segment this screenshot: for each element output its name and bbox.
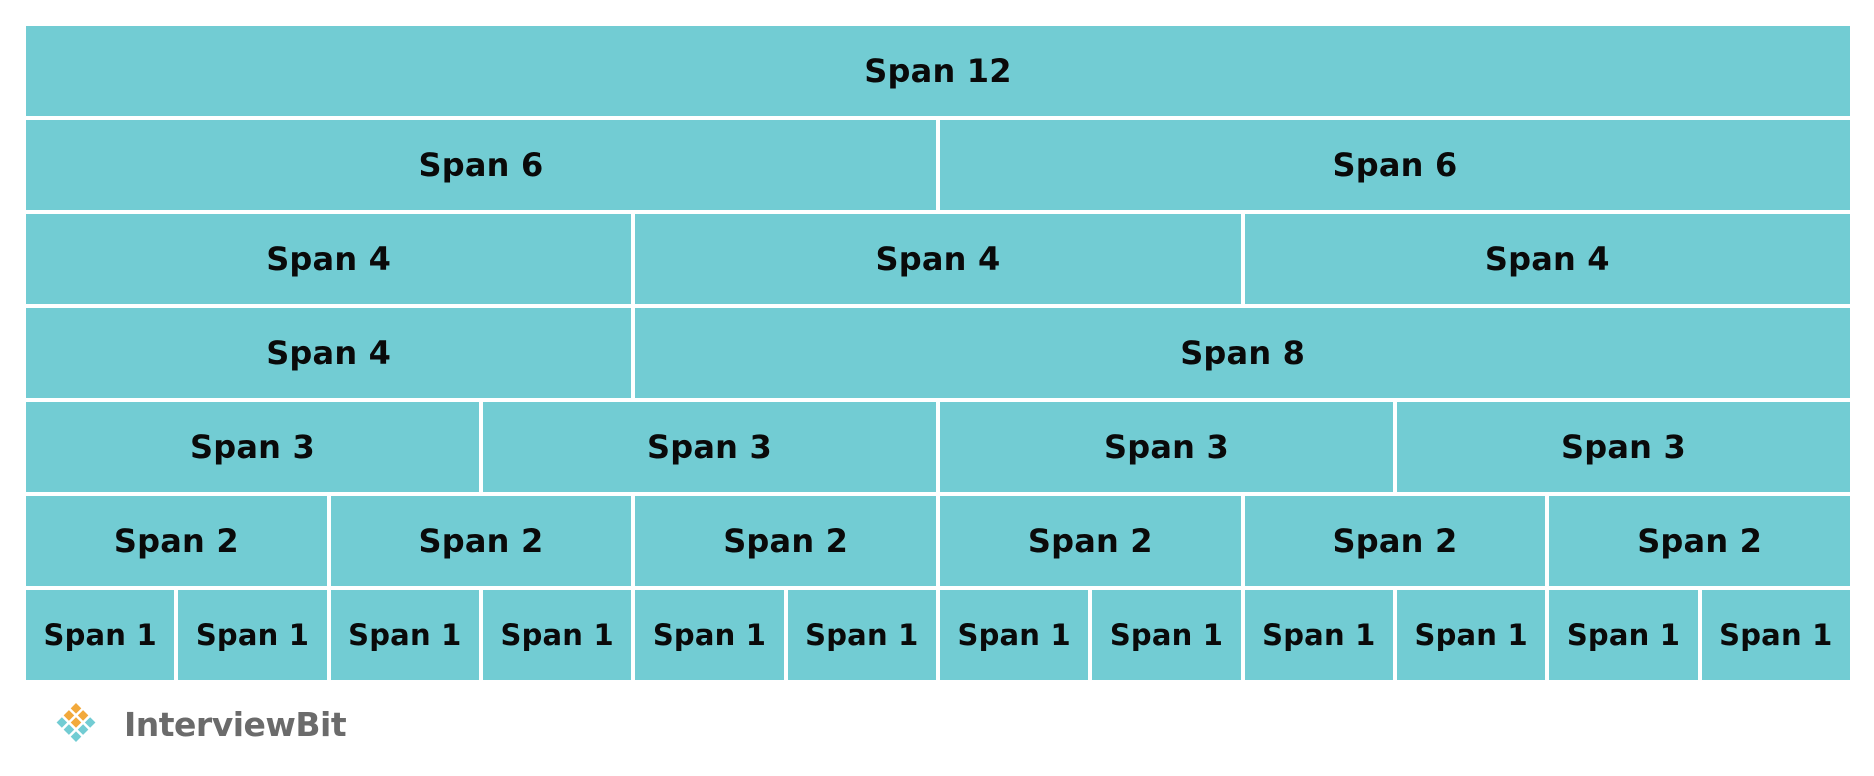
- grid-cell-span-4: Span 4: [26, 308, 632, 398]
- grid-row-span-12: Span 12: [26, 26, 1850, 116]
- grid-cell-span-1: Span 1: [1244, 590, 1393, 680]
- grid-cell-span-4: Span 4: [635, 214, 1241, 304]
- grid-cell-span-1: Span 1: [482, 590, 632, 680]
- grid-cell-span-3: Span 3: [940, 402, 1393, 492]
- grid-cell-span-1: Span 1: [787, 590, 936, 680]
- grid-cell-span-1: Span 1: [1092, 590, 1241, 680]
- grid-cell-span-3: Span 3: [1397, 402, 1850, 492]
- grid-cell-span-1: Span 1: [635, 590, 784, 680]
- grid-cell-span-1: Span 1: [330, 590, 479, 680]
- grid-cell-span-1: Span 1: [178, 590, 327, 680]
- grid-cell-span-4: Span 4: [26, 214, 632, 304]
- grid-row-span-3: Span 3 Span 3 Span 3 Span 3: [26, 402, 1850, 492]
- grid-cell-span-4: Span 4: [1244, 214, 1850, 304]
- grid-cell-span-1: Span 1: [1549, 590, 1698, 680]
- grid-cell-span-2: Span 2: [330, 496, 632, 586]
- span-grid: Span 12 Span 6 Span 6 Span 4 Span 4 Span…: [26, 26, 1850, 680]
- grid-cell-span-3: Span 3: [26, 402, 479, 492]
- grid-cell-span-2: Span 2: [1549, 496, 1850, 586]
- grid-cell-span-2: Span 2: [635, 496, 936, 586]
- grid-cell-span-2: Span 2: [1244, 496, 1546, 586]
- grid-row-span-6: Span 6 Span 6: [26, 120, 1850, 210]
- brand-name: InterviewBit: [124, 704, 347, 744]
- grid-cell-span-8: Span 8: [635, 308, 1850, 398]
- grid-cell-span-1: Span 1: [26, 590, 175, 680]
- grid-cell-span-6: Span 6: [940, 120, 1850, 210]
- grid-cell-span-1: Span 1: [939, 590, 1089, 680]
- brand-logo: InterviewBit: [36, 700, 347, 748]
- grid-row-span-4: Span 4 Span 4 Span 4: [26, 214, 1850, 304]
- grid-cell-span-12: Span 12: [26, 26, 1850, 116]
- grid-cell-span-3: Span 3: [483, 402, 936, 492]
- grid-cell-span-6: Span 6: [26, 120, 936, 210]
- grid-cell-span-1: Span 1: [1701, 590, 1850, 680]
- grid-cell-span-2: Span 2: [939, 496, 1241, 586]
- grid-row-span-1: Span 1 Span 1 Span 1 Span 1 Span 1 Span …: [26, 590, 1850, 680]
- grid-cell-span-1: Span 1: [1396, 590, 1546, 680]
- grid-row-span-4-8: Span 4 Span 8: [26, 308, 1850, 398]
- interviewbit-logo-icon: [36, 700, 116, 748]
- grid-cell-span-2: Span 2: [26, 496, 327, 586]
- grid-row-span-2: Span 2 Span 2 Span 2 Span 2 Span 2 Span …: [26, 496, 1850, 586]
